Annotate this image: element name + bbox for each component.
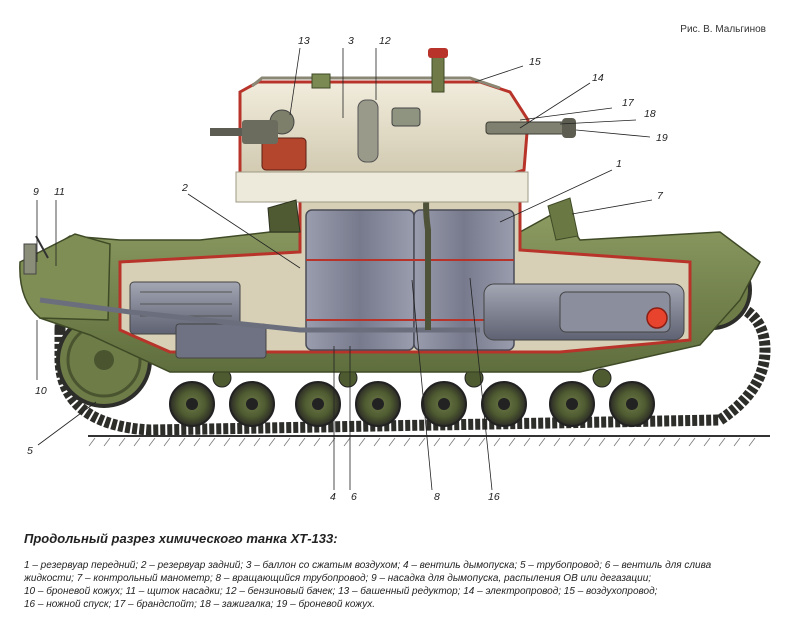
callout-6: 6 — [351, 491, 357, 503]
return-rollers — [212, 368, 612, 388]
callout-5: 5 — [27, 445, 33, 457]
callout-2: 2 — [182, 182, 188, 194]
callout-9: 9 — [33, 186, 39, 198]
callout-3: 3 — [348, 35, 354, 47]
callout-18: 18 — [644, 108, 656, 120]
callout-7: 7 — [657, 190, 663, 202]
caption-title: Продольный разрез химического танка ХТ-1… — [24, 531, 338, 546]
callout-13: 13 — [298, 35, 310, 47]
rear-hatch — [267, 199, 301, 233]
legend-line: 10 – броневой кожух; 11 – щиток насадки;… — [24, 586, 658, 597]
callout-8: 8 — [434, 491, 440, 503]
vent-box — [311, 73, 331, 89]
callout-12: 12 — [379, 35, 391, 47]
ground-line — [88, 435, 770, 447]
fuel-tank-small — [391, 107, 421, 127]
drain-valve-marker — [646, 307, 668, 329]
callout-1: 1 — [616, 158, 622, 170]
callout-11: 11 — [54, 186, 65, 198]
callout-4: 4 — [330, 491, 336, 503]
pipeline — [39, 297, 480, 333]
legend: 1 – резервуар передний; 2 – резервуар за… — [24, 559, 784, 611]
rear-nozzle — [23, 235, 49, 275]
transmission — [483, 283, 685, 341]
turret-base — [235, 171, 529, 203]
callout-19: 19 — [656, 132, 668, 144]
leader-lines — [36, 47, 653, 491]
callout-10: 10 — [35, 385, 47, 397]
callout-14: 14 — [592, 72, 604, 84]
machine-gun — [210, 120, 278, 144]
callout-16: 16 — [488, 491, 500, 503]
callout-15: 15 — [529, 56, 541, 68]
driver-hatch — [547, 197, 579, 241]
road-wheels — [169, 381, 655, 427]
callout-17: 17 — [622, 97, 634, 109]
roof-air-pipe — [428, 48, 448, 93]
air-cylinder — [357, 99, 379, 163]
legend-line: жидкости; 7 – контрольный манометр; 8 – … — [24, 573, 652, 584]
illustration-credit: Рис. В. Мальгинов — [680, 24, 766, 35]
legend-line: 1 – резервуар передний; 2 – резервуар за… — [24, 560, 712, 571]
legend-line: 16 – ножной спуск; 17 – брандспойт; 18 –… — [24, 599, 376, 610]
